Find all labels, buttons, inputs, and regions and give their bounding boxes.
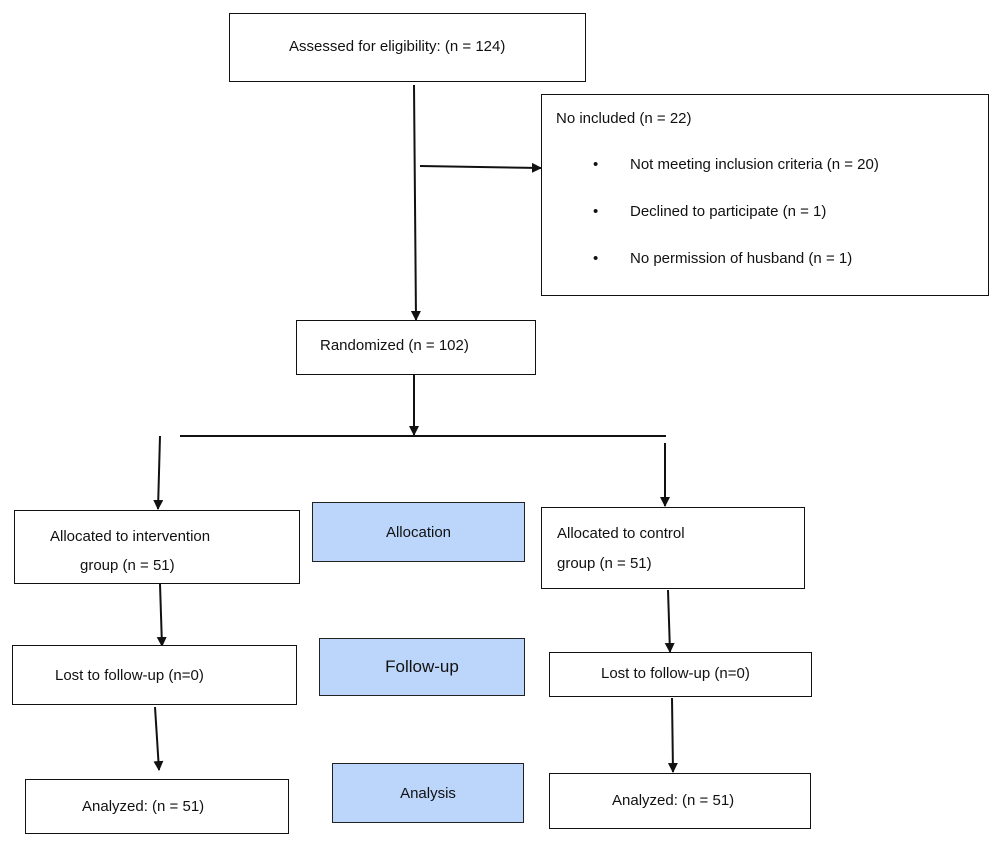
stage-followup: Follow-up — [319, 638, 525, 696]
excluded-reason-item: • No permission of husband (n = 1) — [593, 250, 853, 269]
intervention-followup-label: Lost to follow-up (n=0) — [55, 667, 204, 684]
arrow-intervention-followup-to-analyzed — [153, 706, 164, 771]
control-allocated-line1: Allocated to control — [557, 525, 685, 542]
stage-allocation: Allocation — [312, 502, 525, 562]
arrow-control-allocated-to-followup — [664, 589, 675, 653]
eligibility-box: Assessed for eligibility: (n = 124) — [229, 13, 586, 82]
stage-analysis: Analysis — [332, 763, 524, 823]
bullet-icon: • — [593, 156, 599, 173]
excluded-box: No included (n = 22) • Not meeting inclu… — [541, 94, 989, 296]
stage-analysis-label: Analysis — [400, 784, 456, 802]
excluded-reason-text: No permission of husband (n = 1) — [630, 250, 853, 267]
control-followup-label: Lost to follow-up (n=0) — [601, 665, 750, 682]
bullet-icon: • — [593, 203, 599, 220]
arrow-intervention-allocated-to-followup — [156, 583, 167, 647]
excluded-reason-text: Declined to participate (n = 1) — [630, 203, 827, 220]
randomized-box: Randomized (n = 102) — [296, 320, 536, 375]
intervention-allocated-line1: Allocated to intervention — [50, 528, 211, 545]
control-followup-box: Lost to follow-up (n=0) — [549, 652, 812, 697]
eligibility-label: Assessed for eligibility: (n = 124) — [289, 38, 506, 55]
excluded-reason-item: • Not meeting inclusion criteria (n = 20… — [593, 156, 879, 175]
bullet-icon: • — [593, 250, 599, 267]
intervention-analyzed-label: Analyzed: (n = 51) — [82, 798, 205, 815]
excluded-reason-item: • Declined to participate (n = 1) — [593, 203, 827, 222]
intervention-followup-box: Lost to follow-up (n=0) — [12, 645, 297, 705]
control-analyzed-label: Analyzed: (n = 51) — [612, 792, 735, 809]
stage-allocation-label: Allocation — [385, 523, 452, 541]
excluded-heading: No included (n = 22) — [556, 110, 692, 127]
arrow-eligibility-to-randomized — [410, 84, 421, 321]
intervention-allocated-box: Allocated to intervention group (n = 51) — [14, 510, 300, 584]
randomized-label: Randomized (n = 102) — [320, 337, 469, 354]
control-allocated-line2: group (n = 51) — [557, 555, 652, 572]
arrow-to-excluded — [419, 162, 542, 173]
arrow-to-intervention-allocated — [153, 435, 164, 510]
intervention-allocated-line2: group (n = 51) — [80, 557, 175, 574]
intervention-analyzed-box: Analyzed: (n = 51) — [25, 779, 289, 834]
control-allocated-box: Allocated to control group (n = 51) — [541, 507, 805, 589]
arrow-control-followup-to-analyzed — [667, 697, 678, 773]
excluded-reason-text: Not meeting inclusion criteria (n = 20) — [630, 156, 879, 173]
control-analyzed-box: Analyzed: (n = 51) — [549, 773, 811, 829]
stage-followup-label: Follow-up — [385, 657, 459, 676]
